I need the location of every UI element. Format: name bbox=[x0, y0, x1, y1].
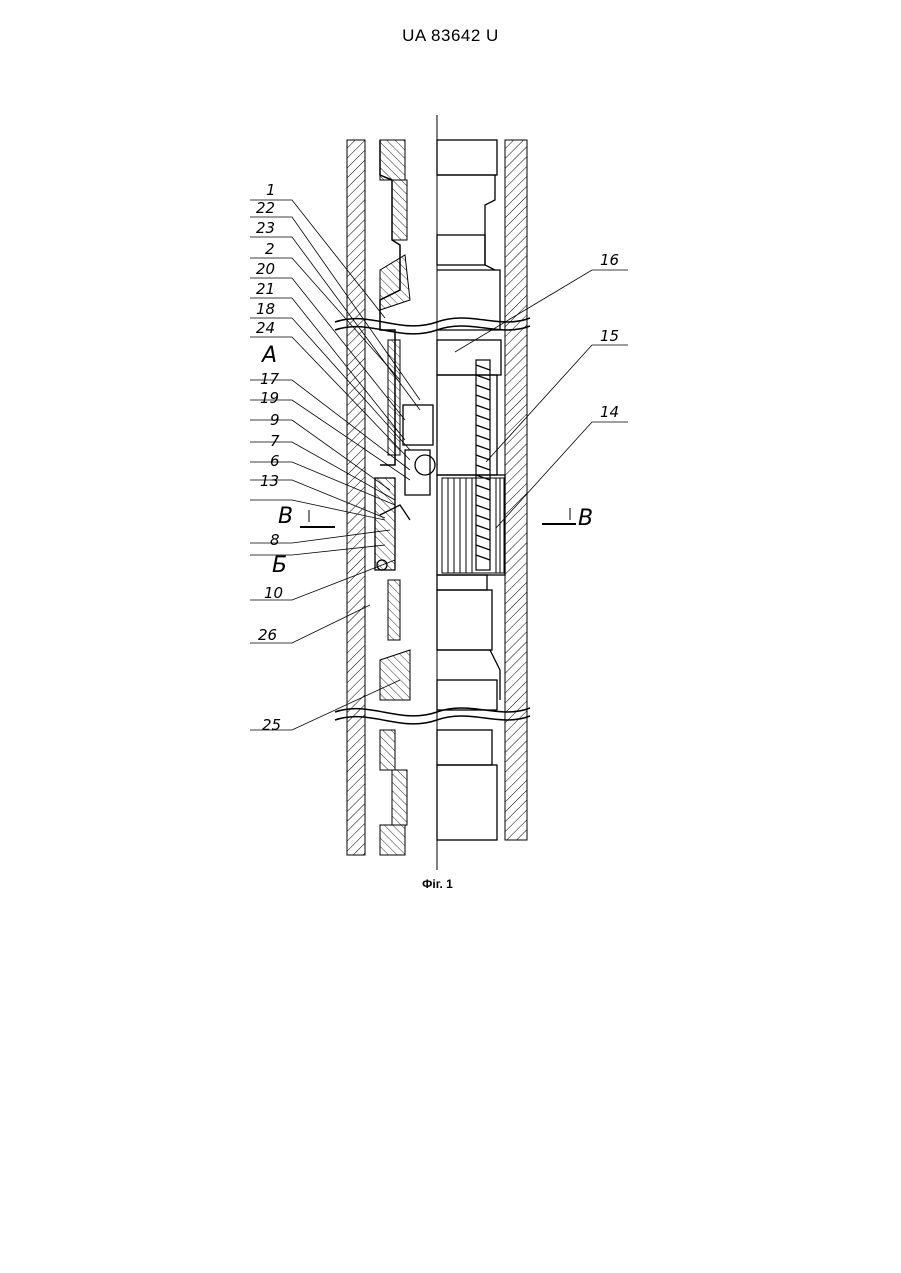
section-mark-right: В bbox=[578, 506, 593, 531]
label-20: 20 bbox=[256, 260, 275, 278]
toothed-segment bbox=[442, 478, 504, 573]
label-23: 23 bbox=[256, 219, 275, 237]
label-7: 7 bbox=[270, 432, 280, 450]
label-14: 14 bbox=[600, 403, 619, 421]
label-26: 26 bbox=[258, 626, 277, 644]
labels-right: 16 15 14 bbox=[600, 251, 619, 421]
label-21: 21 bbox=[256, 280, 275, 298]
label-10: 10 bbox=[264, 584, 283, 602]
label-24: 24 bbox=[256, 319, 275, 337]
label-19: 19 bbox=[260, 389, 279, 407]
labels-left: 1 22 23 2 20 21 18 24 А 17 19 9 7 6 13 8… bbox=[256, 181, 287, 734]
label-9: 9 bbox=[270, 411, 280, 429]
label-16: 16 bbox=[600, 251, 619, 269]
label-2: 2 bbox=[265, 240, 275, 258]
label-18: 18 bbox=[256, 300, 275, 318]
figure-caption: Фіг. 1 bbox=[0, 877, 875, 891]
label-1: 1 bbox=[266, 181, 276, 199]
label-A: А bbox=[260, 343, 277, 368]
label-6: 6 bbox=[270, 452, 280, 470]
label-B-cyr: Б bbox=[272, 553, 287, 578]
label-17: 17 bbox=[260, 370, 280, 388]
label-15: 15 bbox=[600, 327, 619, 345]
label-22: 22 bbox=[256, 199, 275, 217]
label-25: 25 bbox=[262, 716, 281, 734]
label-13: 13 bbox=[260, 472, 279, 490]
inner-tool bbox=[437, 140, 505, 840]
label-8: 8 bbox=[270, 531, 280, 549]
spring bbox=[476, 360, 490, 570]
leader-lines-right bbox=[455, 270, 628, 528]
section-mark-left: В bbox=[278, 504, 293, 529]
